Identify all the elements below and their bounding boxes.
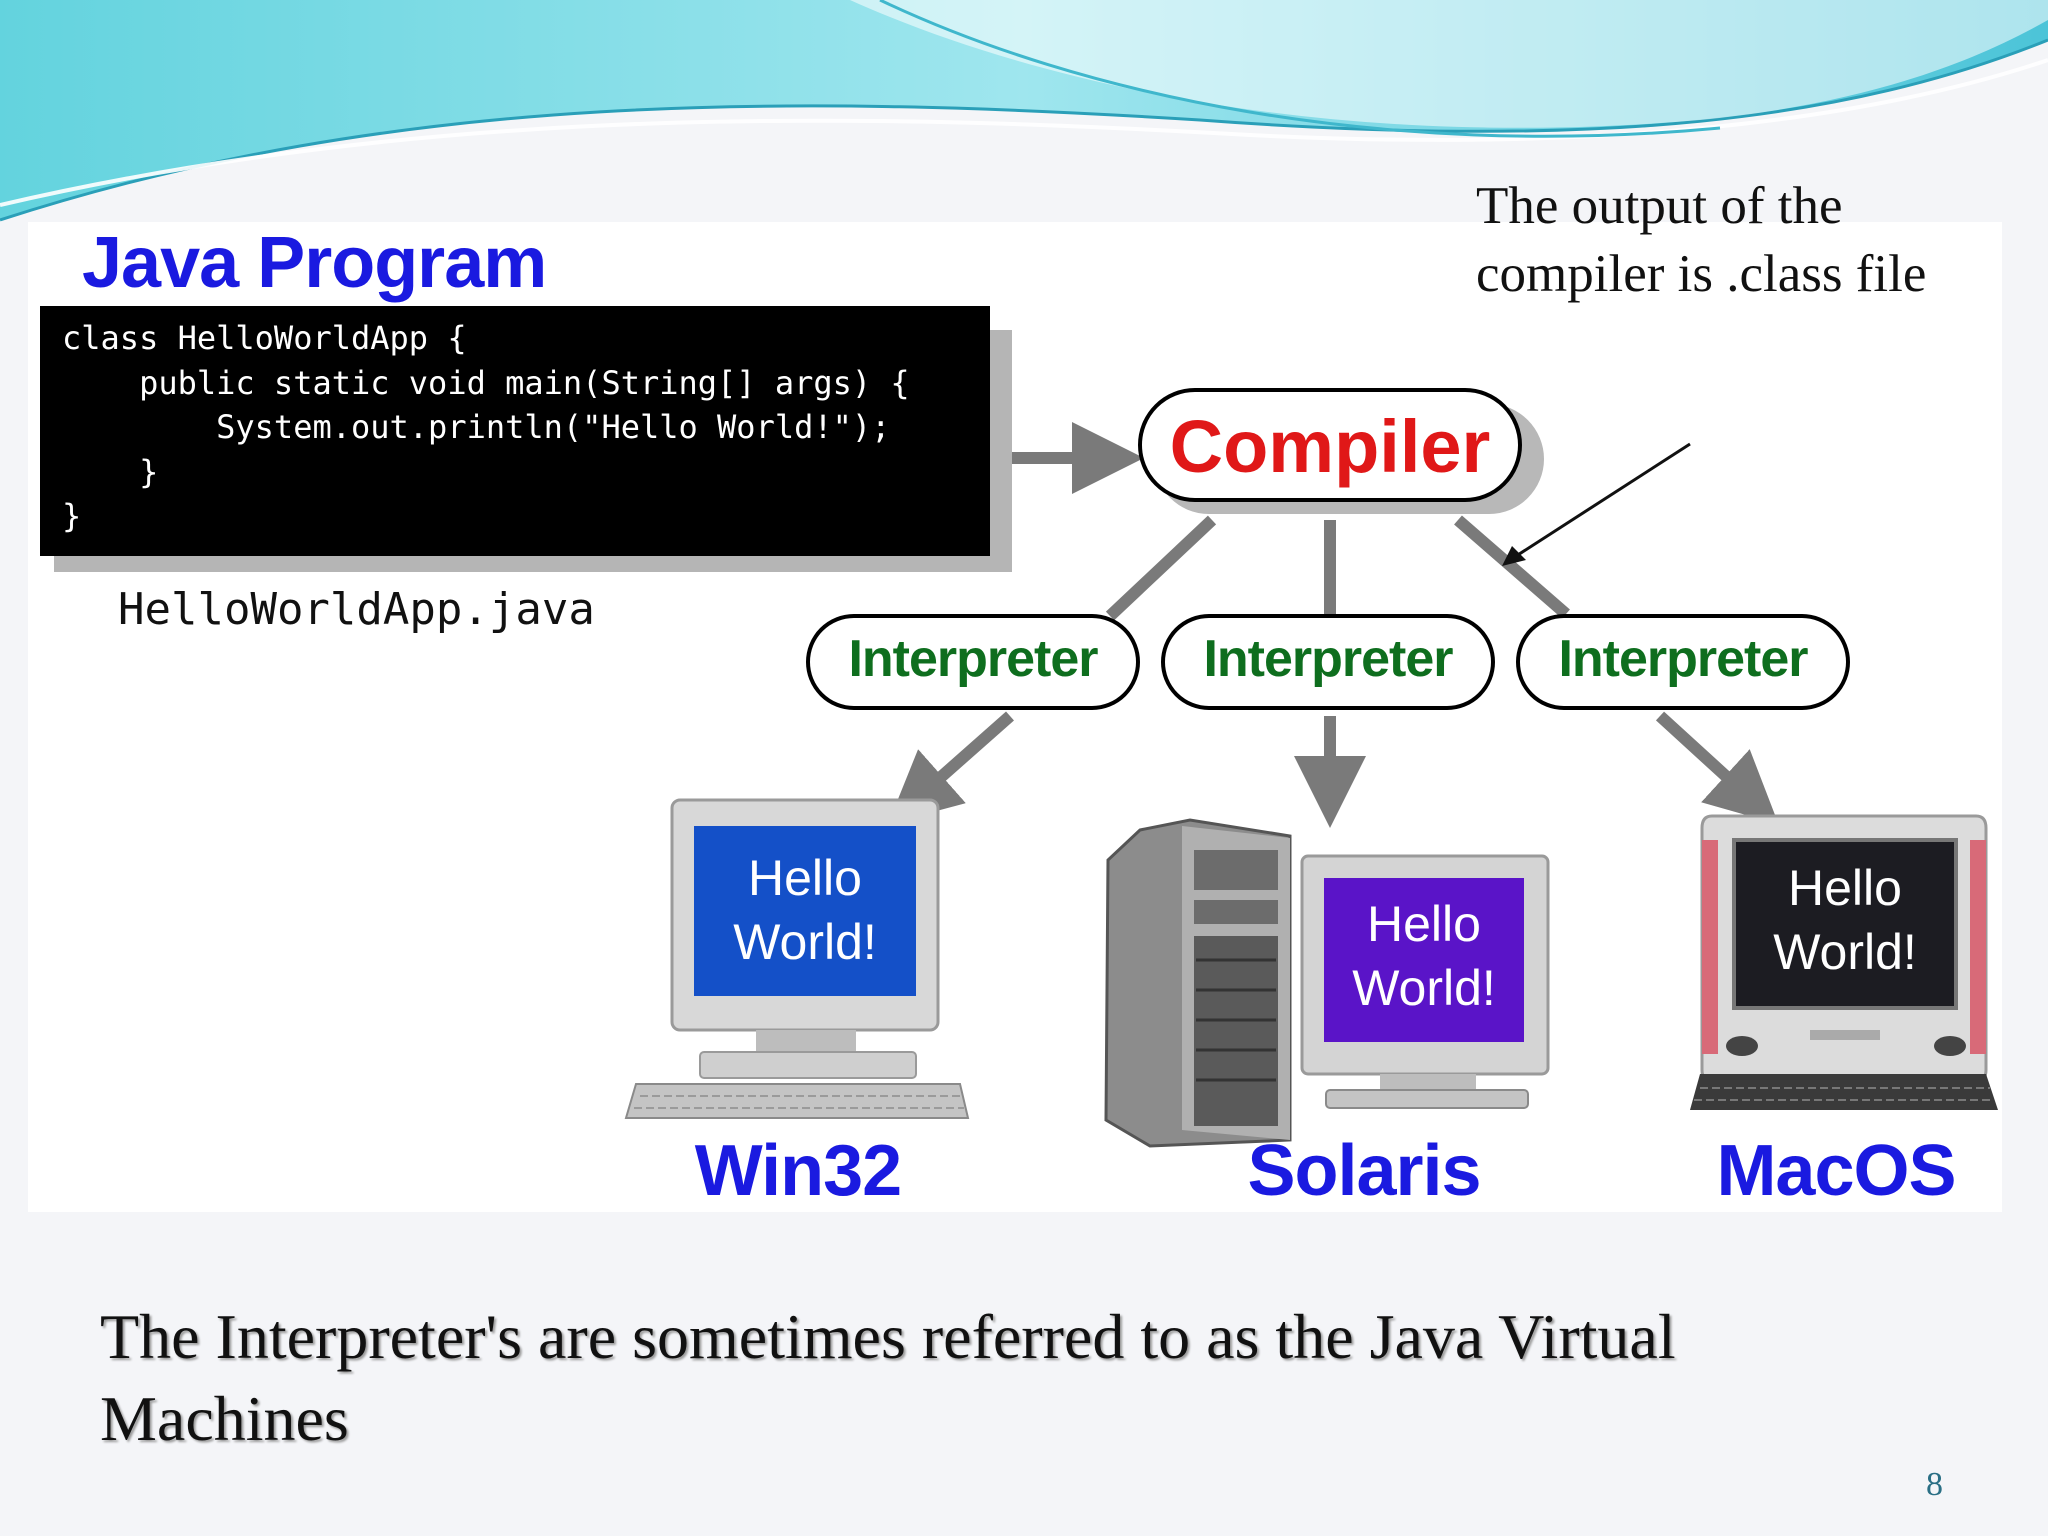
arrow-interpreter-to-win32 bbox=[888, 711, 1014, 824]
solaris-screen-line-1: Hello bbox=[1367, 896, 1481, 952]
interpreter-label-3: Interpreter bbox=[1558, 630, 1808, 688]
platform-label-solaris: Solaris bbox=[1247, 1131, 1481, 1211]
platform-label-win32: Win32 bbox=[694, 1131, 902, 1211]
solaris-workstation-icon bbox=[1104, 818, 1550, 1148]
interpreter-pill-1 bbox=[806, 614, 1140, 710]
compiler-pill bbox=[1138, 388, 1522, 502]
win32-screen-line-2: World! bbox=[733, 914, 877, 970]
imac-icon bbox=[1690, 814, 1998, 1110]
code-line-2: public static void main(String[] args) { bbox=[62, 363, 910, 402]
interpreter-pill-2 bbox=[1161, 614, 1495, 710]
code-listing: class HelloWorldApp { public static void… bbox=[40, 306, 990, 556]
solaris-screen-line-2: World! bbox=[1352, 960, 1496, 1016]
arrow-compiler-to-interpreter-3 bbox=[1454, 515, 1570, 619]
macos-screen-line-1: Hello bbox=[1788, 860, 1902, 916]
win32-screen-line-1: Hello bbox=[748, 850, 862, 906]
code-line-4: } bbox=[62, 452, 159, 491]
macos-screen-text: Hello World! bbox=[1734, 856, 1956, 984]
code-line-5: } bbox=[62, 497, 82, 535]
compiler-label: Compiler bbox=[1169, 405, 1491, 488]
interpreter-label-2: Interpreter bbox=[1203, 630, 1453, 688]
java-program-title: Java Program bbox=[82, 223, 547, 303]
arrow-compiler-to-interpreter-1 bbox=[1105, 515, 1217, 621]
macos-screen-line-2: World! bbox=[1773, 924, 1917, 980]
callout-line-1: The output of the bbox=[1476, 177, 1843, 235]
platform-label-macos: MacOS bbox=[1716, 1131, 1956, 1211]
callout-pointer-line bbox=[1509, 442, 1691, 562]
source-filename: HelloWorldApp.java bbox=[118, 584, 595, 635]
interpreter-label-1: Interpreter bbox=[848, 630, 1098, 688]
windows-pc-icon bbox=[624, 798, 970, 1119]
jvm-footnote: The Interpreter's are sometimes referred… bbox=[100, 1301, 1676, 1454]
callout-pointer-arrowhead bbox=[1502, 546, 1526, 566]
callout-line-2: compiler is .class file bbox=[1476, 245, 1927, 303]
solaris-screen-text: Hello World! bbox=[1324, 892, 1524, 1020]
class-file-callout: The output of the compiler is .class fil… bbox=[1476, 172, 2016, 308]
arrow-interpreter-to-macos bbox=[1655, 711, 1779, 825]
code-line-1: class HelloWorldApp { bbox=[62, 319, 467, 357]
header-wave-decoration bbox=[0, 0, 2048, 222]
interpreter-pill-3 bbox=[1516, 614, 1850, 710]
code-line-3: System.out.println("Hello World!"); bbox=[62, 408, 891, 446]
slide-number: 8 bbox=[1926, 1466, 1943, 1503]
win32-screen-text: Hello World! bbox=[694, 846, 916, 974]
